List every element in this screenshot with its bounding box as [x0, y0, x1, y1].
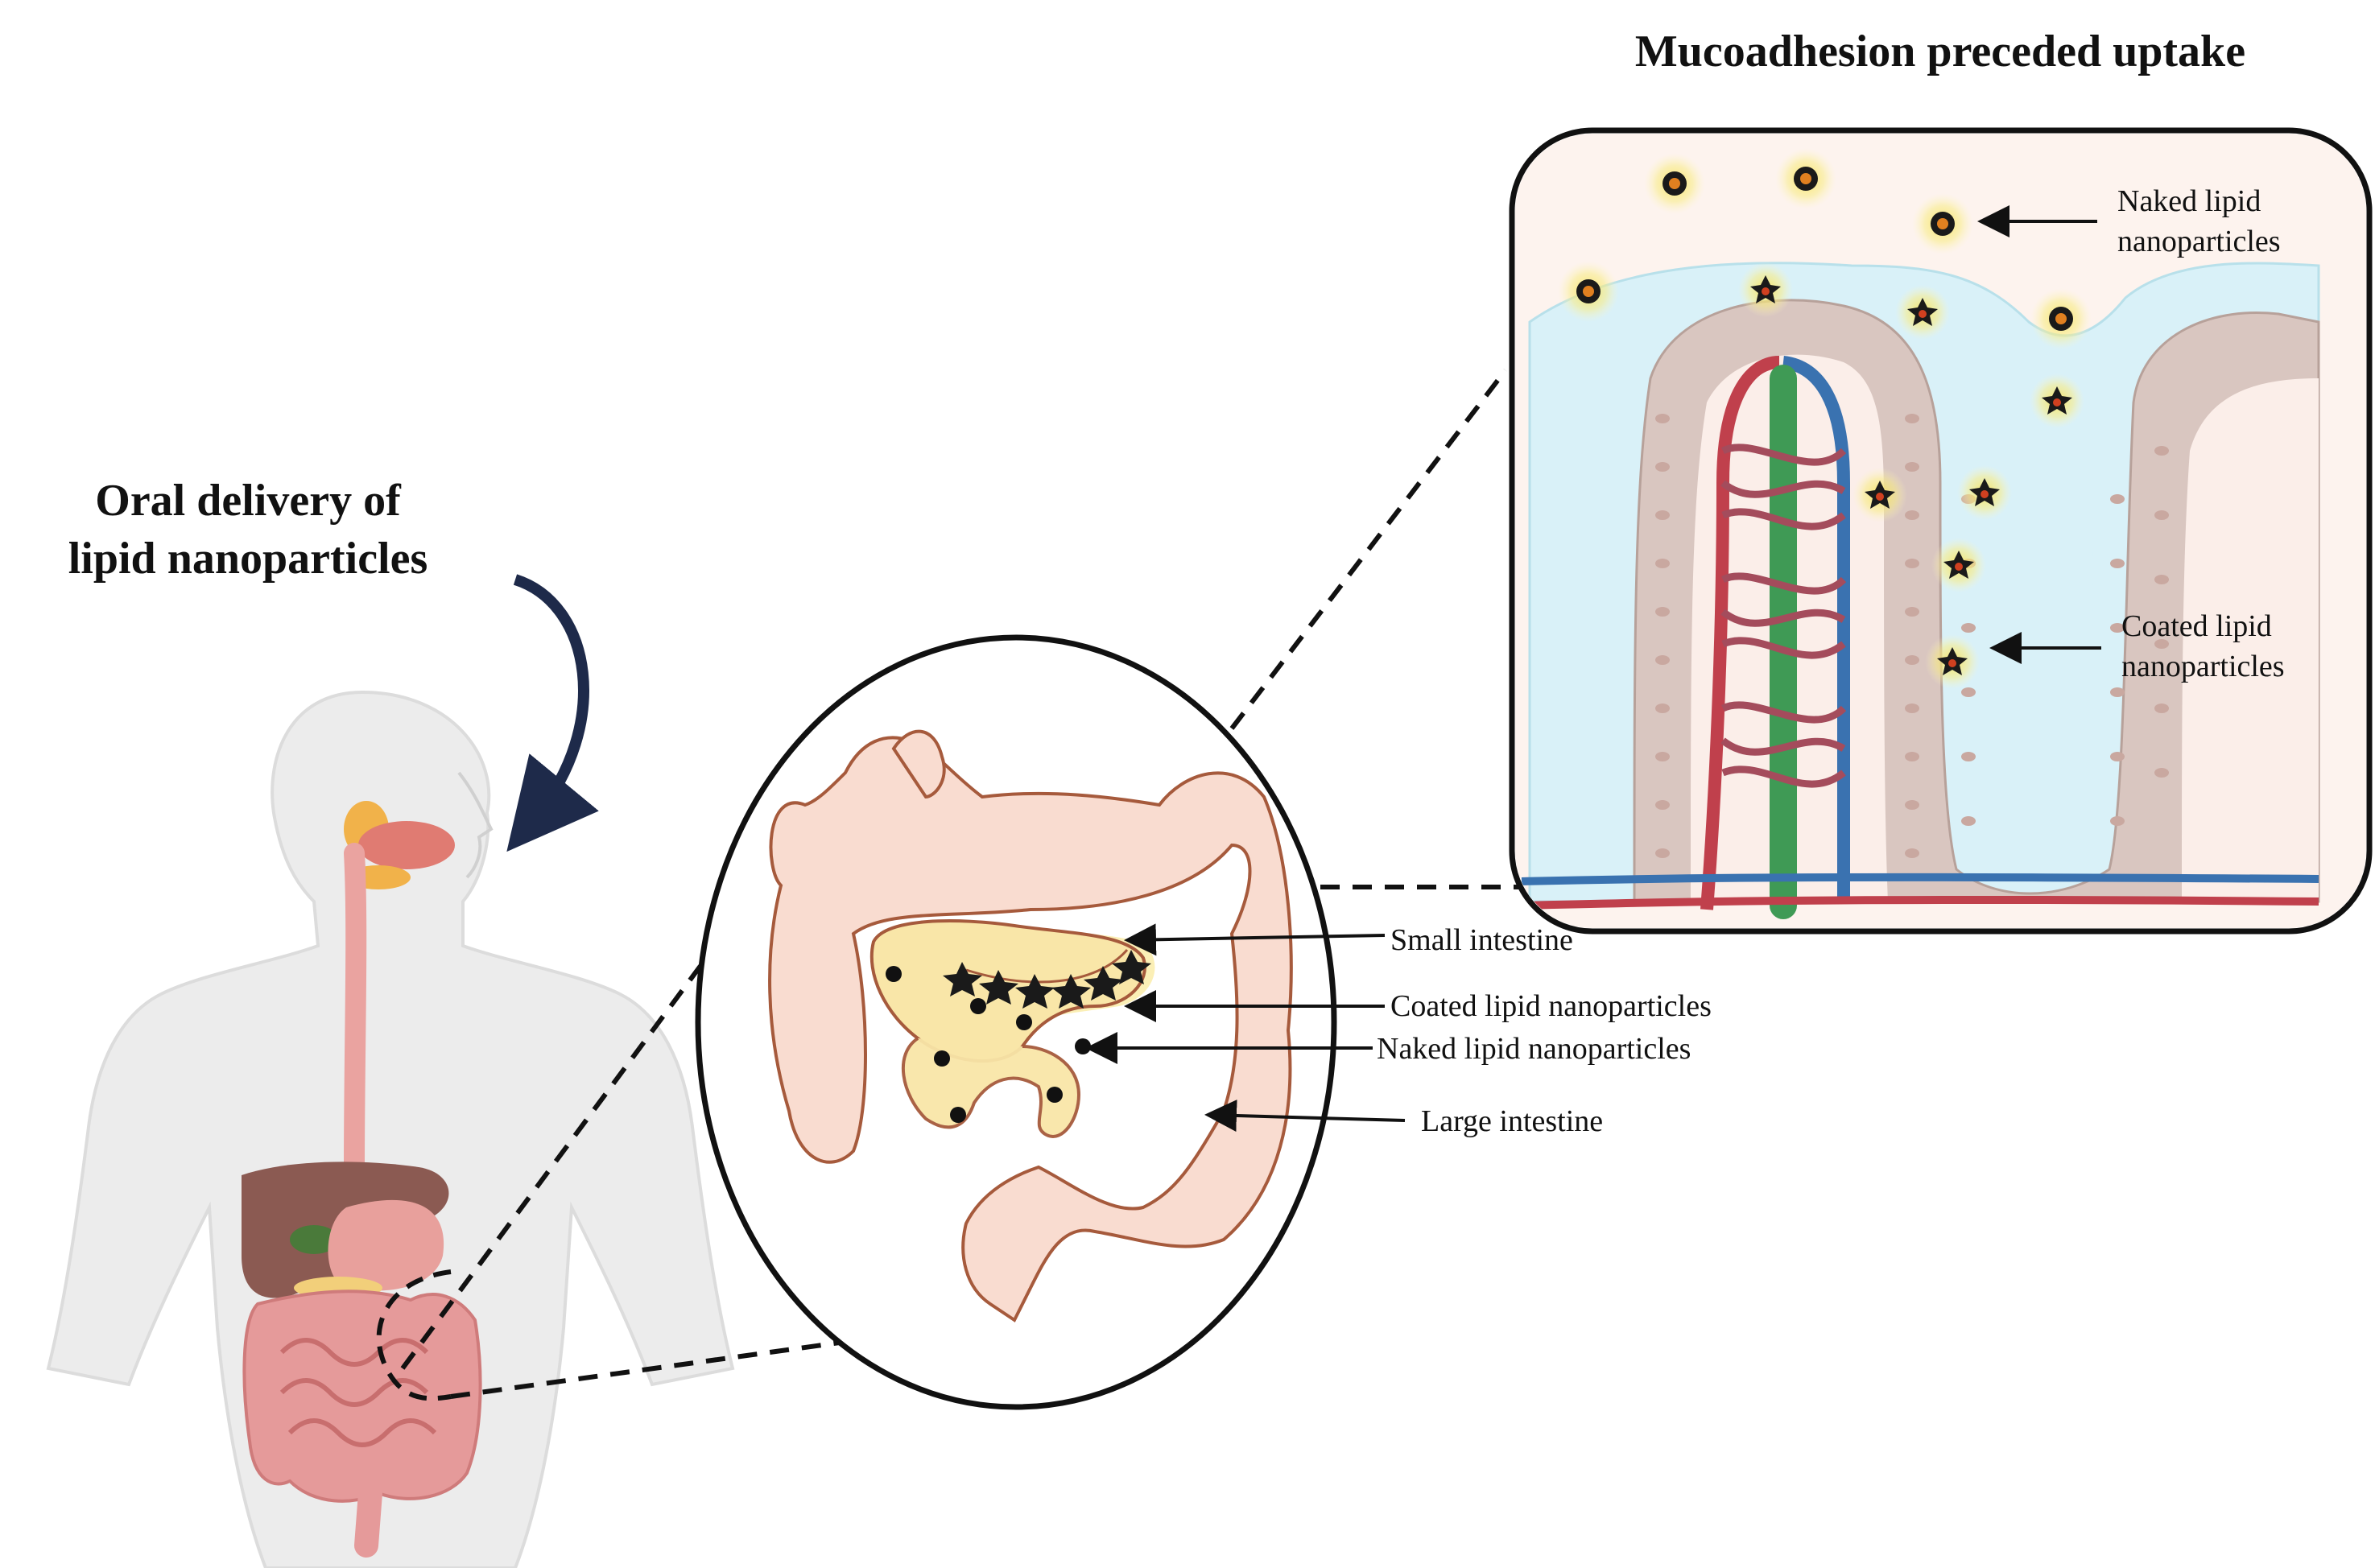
naked-particle [950, 1107, 966, 1123]
epithelial-nuclei [1655, 414, 2169, 858]
large-intestine [768, 736, 1293, 1322]
arrow-large-intestine [1204, 1100, 1406, 1133]
coated-particle-glow [1925, 634, 1980, 689]
label-large-intestine: Large intestine [1421, 1104, 1603, 1138]
face-profile [457, 771, 494, 879]
gallbladder [290, 1225, 338, 1254]
submucosa-vein [1521, 873, 2319, 885]
coated-particle-glow [1957, 465, 2012, 520]
artery [1700, 356, 1780, 910]
zoom-region-marker [376, 1269, 452, 1401]
naked-particle-glow [1558, 261, 1619, 322]
oral-intake-arrow [506, 574, 599, 852]
naked-particle [934, 1050, 950, 1067]
coated-particle-glow [1895, 285, 1950, 340]
coated-particle-glow [1852, 468, 1907, 522]
naked-particle [886, 966, 902, 982]
body-silhouette [46, 690, 735, 1568]
label-naked-intestine: Naked lipid nanoparticles [1377, 1032, 1691, 1066]
crypt-lumen [1997, 386, 2093, 853]
left-title-line1: Oral delivery of [95, 476, 402, 526]
coated-particle [1015, 974, 1055, 1009]
naked-particles-in-panel [1558, 148, 2092, 349]
naked-particle-glow [1644, 153, 1705, 214]
naked-particle [1047, 1087, 1063, 1103]
naked-particle-glow [1912, 193, 1973, 254]
naked-particle [1016, 1014, 1032, 1030]
intestine-zoom [695, 634, 1337, 1410]
connector-circle-panel-top [1229, 369, 1508, 730]
coated-particle [1051, 974, 1091, 1009]
coated-particles-in-panel [1738, 262, 2084, 689]
submucosa-artery [1521, 895, 2319, 910]
label-small-intestine: Small intestine [1390, 923, 1573, 957]
connector-body-circle-bottom [450, 1332, 898, 1399]
naked-particle-glow [1775, 148, 1836, 209]
coated-particle-glow [2030, 373, 2084, 428]
stomach [328, 1199, 444, 1291]
coated-particle-glow [1931, 538, 1986, 592]
label-naked-panel-line1: Naked lipid [2117, 184, 2261, 218]
caecum-fold [891, 729, 946, 799]
capillary-network [1720, 444, 1847, 788]
small-intestine-coils [279, 1338, 437, 1447]
vein [1782, 356, 1851, 902]
rectum [354, 1481, 382, 1558]
coated-particle [943, 962, 982, 997]
coated-particle [1112, 950, 1151, 984]
label-naked-panel-line2: nanoparticles [2117, 225, 2281, 258]
arrow-small-intestine [1124, 923, 1386, 956]
human-figure [46, 690, 735, 1568]
label-coated-intestine: Coated lipid nanoparticles [1390, 989, 1712, 1023]
tongue [358, 821, 455, 869]
label-coated-panel-line1: Coated lipid [2121, 609, 2272, 643]
small-intestine-center-line [965, 949, 1129, 984]
villus-panel [1509, 127, 2373, 935]
right-villus-core [2182, 378, 2319, 902]
label-coated-panel-line2: nanoparticles [2121, 650, 2285, 683]
coated-particle [1084, 966, 1123, 1001]
coated-particles-in-intestine [943, 950, 1151, 1009]
naked-particle [970, 998, 986, 1014]
right-title: Mucoadhesion preceded uptake [1635, 27, 2245, 76]
coated-particle [979, 970, 1018, 1005]
naked-particle-glow [2030, 288, 2092, 349]
coated-particle-glow [1738, 262, 1793, 317]
connector-body-circle-top [400, 964, 703, 1370]
intestines [242, 1289, 482, 1503]
left-title-line2: lipid nanoparticles [68, 534, 428, 584]
esophagus [344, 843, 367, 1178]
